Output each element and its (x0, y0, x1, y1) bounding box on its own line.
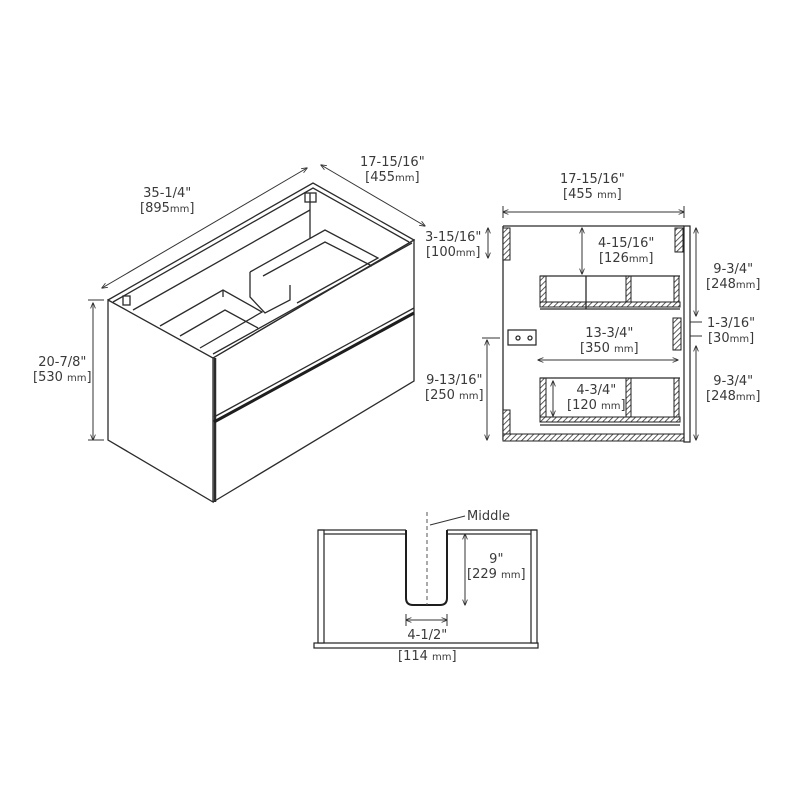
bottom-panel (502, 433, 685, 442)
depth-label: 17-15/16" [455mm] (360, 155, 425, 185)
mount-height-label: 9-13/16" [250 mm] (425, 373, 484, 403)
drawer-top-view (313, 512, 539, 649)
front-panel (683, 225, 691, 443)
middle-label: Middle (467, 509, 510, 524)
upper-front-label: 9-3/4" [248mm] (706, 262, 761, 292)
width-dimension-line (102, 168, 307, 288)
upper-clearance-label: 4-15/16" [126mm] (598, 236, 655, 266)
top-rail-label: 3-15/16" [100mm] (425, 230, 482, 260)
width-label: 35-1/4" [895mm] (140, 186, 195, 216)
gap-label: 1-3/16" [30mm] (707, 316, 756, 346)
isometric-cabinet (107, 182, 416, 504)
cabinet-side-panel (107, 298, 214, 504)
lower-front-label: 9-3/4" [248mm] (706, 374, 761, 404)
drawer-depth-label: 13-3/4" [350 mm] (580, 326, 639, 356)
height-label: 20-7/8" [530 mm] (33, 355, 92, 385)
mounting-bracket (507, 329, 537, 346)
section-depth-label: 17-15/16" [455 mm] (560, 172, 625, 202)
cutout-width-label: 4-1/2" [114 mm] (398, 628, 457, 664)
cutout-depth-label: 9" [229 mm] (467, 552, 526, 582)
side-section (502, 225, 691, 443)
cabinet-front (212, 238, 415, 503)
depth-dimension-line (321, 165, 425, 226)
lower-drawer-height-label: 4-3/4" [120 mm] (567, 383, 626, 413)
